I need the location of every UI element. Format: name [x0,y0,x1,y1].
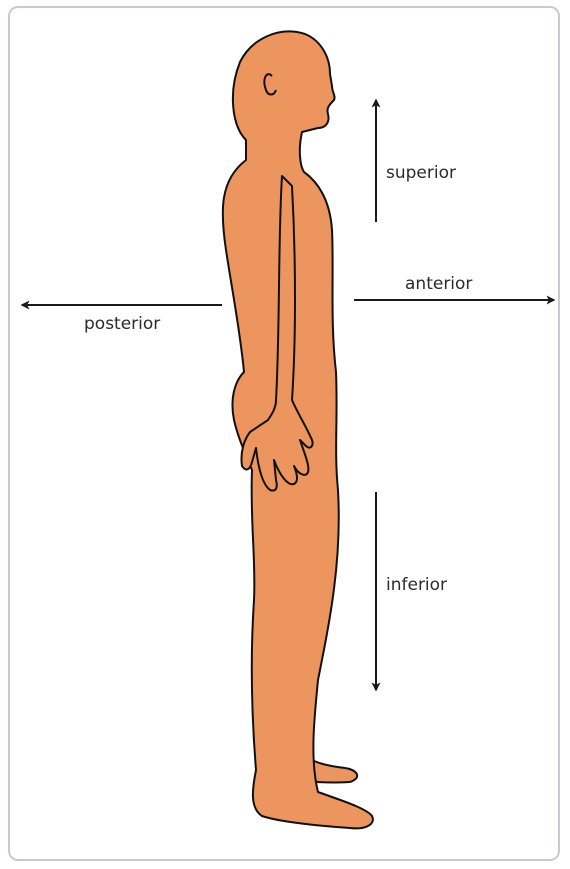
human-figure [223,32,373,829]
label-posterior: posterior [84,314,160,334]
label-superior: superior [386,163,456,183]
label-anterior: anterior [405,274,472,294]
label-inferior: inferior [386,575,447,595]
